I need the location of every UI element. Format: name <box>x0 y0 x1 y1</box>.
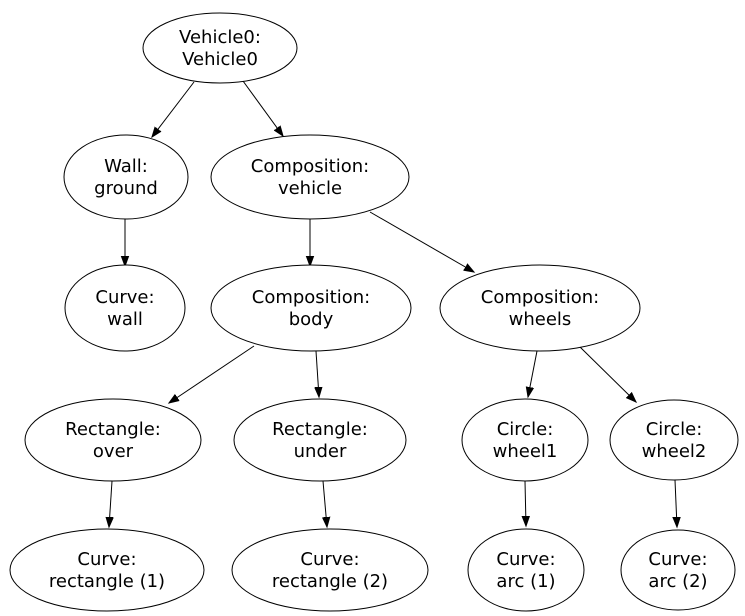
node-curve-rectangle-1: Curve: rectangle (1) <box>9 528 205 612</box>
node-label-line2: wheels <box>509 309 572 330</box>
node-label-line2: wheel1 <box>493 441 558 462</box>
node-label-line1: Rectangle: <box>65 419 161 440</box>
node-ellipse-wall-ground <box>63 134 189 220</box>
node-label-line1: Curve: <box>95 287 154 308</box>
node-label-line1: Composition: <box>252 287 370 308</box>
node-label-line1: Composition: <box>251 156 369 177</box>
node-ellipse-composition-vehicle <box>210 134 410 220</box>
node-composition-body: Composition: body <box>210 264 412 352</box>
node-label-line2: over <box>93 441 134 462</box>
node-label-line2: wall <box>107 309 143 330</box>
node-ellipse-composition-wheels <box>439 264 641 352</box>
edge-rectangle-over-to-curve-rectangle-1 <box>109 480 112 527</box>
node-curve-arc-2: Curve: arc (2) <box>620 529 736 611</box>
node-curve-rectangle-2: Curve: rectangle (2) <box>231 528 429 612</box>
node-label-line2: ground <box>94 178 158 199</box>
node-circle-wheel2: Circle: wheel2 <box>609 399 739 481</box>
edge-composition-body-to-rectangle-over <box>169 345 255 403</box>
edge-composition-body-to-rectangle-under <box>316 350 319 397</box>
node-label-line2: wheel2 <box>642 441 707 462</box>
edge-composition-wheels-to-circle-wheel1 <box>528 350 538 397</box>
node-label-line2: vehicle <box>278 178 342 199</box>
edge-circle-wheel1-to-curve-arc-1 <box>525 480 526 526</box>
node-label-line1: Circle: <box>646 419 703 440</box>
node-ellipse-curve-rectangle-2 <box>231 528 429 612</box>
node-composition-wheels: Composition: wheels <box>439 264 641 352</box>
node-label-line2: body <box>289 309 334 330</box>
node-label-line2: rectangle (2) <box>272 571 388 592</box>
node-label-line1: Curve: <box>77 549 136 570</box>
node-label-line1: Composition: <box>481 287 599 308</box>
node-wall-ground: Wall: ground <box>63 134 189 220</box>
node-ellipse-circle-wheel1 <box>461 398 589 482</box>
node-label-line1: Circle: <box>497 419 554 440</box>
node-label-line2: arc (1) <box>496 571 555 592</box>
node-label-line2: under <box>294 441 347 462</box>
edge-vehicle0-to-wall-ground <box>152 81 195 137</box>
edge-rectangle-under-to-curve-rectangle-2 <box>323 480 327 527</box>
node-label-line1: Curve: <box>648 549 707 570</box>
edge-composition-wheels-to-circle-wheel2 <box>579 346 636 402</box>
node-label-line2: rectangle (1) <box>49 571 165 592</box>
node-composition-vehicle: Composition: vehicle <box>210 134 410 220</box>
node-rectangle-under: Rectangle: under <box>233 398 407 482</box>
edge-circle-wheel2-to-curve-arc-2 <box>675 479 677 527</box>
node-label-line1: Rectangle: <box>272 419 368 440</box>
node-ellipse-vehicle0 <box>142 12 298 84</box>
node-vehicle0: Vehicle0: Vehicle0 <box>142 12 298 84</box>
edge-vehicle0-to-composition-vehicle <box>242 80 283 136</box>
node-label-line1: Wall: <box>104 156 148 177</box>
edge-composition-vehicle-to-composition-wheels <box>369 211 474 272</box>
node-label-line1: Curve: <box>496 549 555 570</box>
node-curve-wall: Curve: wall <box>64 264 186 352</box>
node-ellipse-rectangle-under <box>233 398 407 482</box>
node-ellipse-curve-arc-2 <box>620 529 736 611</box>
node-label-line1: Vehicle0: <box>179 27 261 48</box>
node-ellipse-composition-body <box>210 264 412 352</box>
node-ellipse-circle-wheel2 <box>609 399 739 481</box>
node-label-line2: Vehicle0 <box>182 49 258 70</box>
node-ellipse-curve-wall <box>64 264 186 352</box>
node-group: Vehicle0: Vehicle0 Wall: ground Composit… <box>9 12 739 612</box>
edge-group <box>109 80 677 527</box>
node-label-line1: Curve: <box>300 549 359 570</box>
node-circle-wheel1: Circle: wheel1 <box>461 398 589 482</box>
node-curve-arc-1: Curve: arc (1) <box>467 528 585 612</box>
node-rectangle-over: Rectangle: over <box>24 398 202 482</box>
node-ellipse-rectangle-over <box>24 398 202 482</box>
node-ellipse-curve-rectangle-1 <box>9 528 205 612</box>
node-ellipse-curve-arc-1 <box>467 528 585 612</box>
node-label-line2: arc (2) <box>648 571 707 592</box>
